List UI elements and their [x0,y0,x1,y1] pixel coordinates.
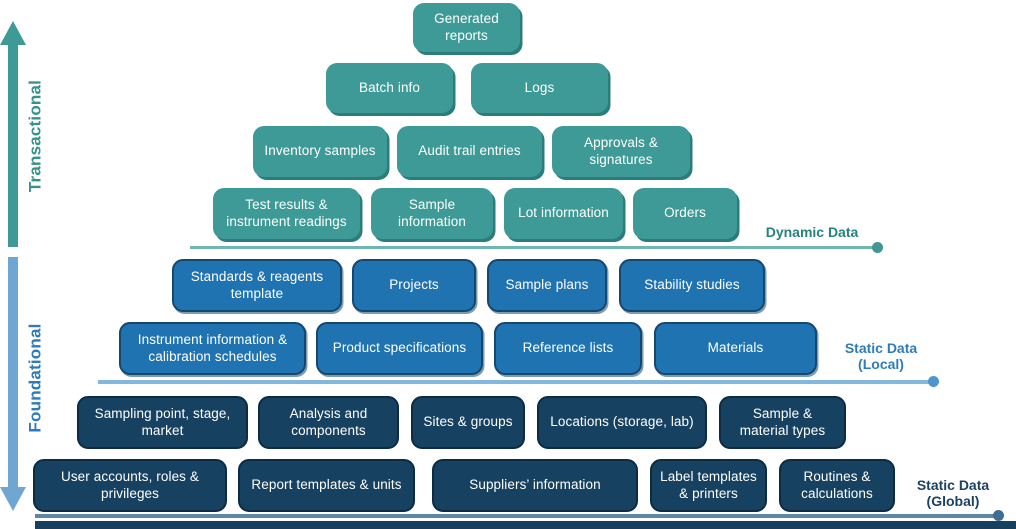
pyramid-box-approvals-signatures: Approvals & signatures [552,126,690,177]
pyramid-box-projects: Projects [352,259,476,312]
pyramid-box-label: Approvals & signatures [584,135,658,167]
pyramid-box-standards-reagents-template: Standards & reagents template [172,259,342,312]
pyramid-box-label: Inventory samples [264,143,376,159]
pyramid-box-label: Logs [524,79,555,95]
pyramid-box-stability-studies: Stability studies [619,259,765,312]
static-local-line [98,380,930,384]
pyramid-box-label: Standards & reagents template [190,269,324,301]
transactional-axis-label: Transactional [25,79,45,193]
pyramid-box-label: Materials [707,340,764,356]
static-local-line-endpoint [928,376,939,387]
pyramid-box-user-accounts-roles-privileges: User accounts, roles & privileges [33,459,227,512]
bottom-baseline-endpoint [993,510,1004,521]
pyramid-box-label: Orders [664,205,706,221]
pyramid-box-analysis-and-components: Analysis and components [258,396,399,449]
pyramid-box-orders: Orders [633,188,737,239]
pyramid-box-label: Sample information [398,197,466,229]
pyramid-box-label: Projects [389,277,439,293]
dynamic-data-label: Dynamic Data [765,224,859,240]
pyramid-box-label-templates-printers: Label templates & printers [650,459,767,512]
foundational-arrow-down-icon [0,487,26,511]
pyramid-box-label: Batch info [358,79,421,95]
pyramid-box-label: Label templates & printers [660,469,757,501]
transactional-arrow-shaft [8,44,18,247]
pyramid-box-product-specifications: Product specifications [316,322,483,375]
pyramid-box-label: Sampling point, stage, market [94,406,231,438]
foundational-arrow-shaft [8,257,18,487]
pyramid-box-sample-information: Sample information [371,188,493,239]
pyramid-box-logs: Logs [471,63,608,113]
pyramid-box-label: Report templates & units [251,477,402,493]
pyramid-box-label: Analysis and components [289,406,368,438]
pyramid-box-label: Reference lists [522,340,614,356]
pyramid-box-report-templates-units: Report templates & units [238,459,415,512]
pyramid-box-sites-groups: Sites & groups [411,396,525,449]
pyramid-box-label: User accounts, roles & privileges [60,469,199,501]
pyramid-box-label: Routines & calculations [801,469,873,501]
foundational-axis-label: Foundational [25,323,45,433]
pyramid-box-lot-information: Lot information [504,188,623,239]
static-local-label: Static Data (Local) [844,340,918,373]
pyramid-box-label: Stability studies [644,277,740,293]
pyramid-box-label: Lot information [518,205,609,221]
pyramid-box-sample-material-types: Sample & material types [719,396,846,449]
pyramid-box-sample-plans: Sample plans [487,259,607,312]
pyramid-box-instrument-information-calibration-schedules: Instrument information & calibration sch… [119,322,306,375]
pyramid-box-batch-info: Batch info [326,63,453,113]
pyramid-box-label: Locations (storage, lab) [550,414,694,430]
pyramid-box-suppliers-information: Suppliers’ information [432,459,638,512]
pyramid-box-label: Test results & instrument readings [226,197,347,229]
pyramid-box-audit-trail-entries: Audit trail entries [397,126,542,177]
dynamic-data-line [190,246,874,249]
static-global-label: Static Data (Global) [916,477,990,510]
pyramid-box-sampling-point-stage-market: Sampling point, stage, market [77,396,248,449]
pyramid-box-locations-storage-lab: Locations (storage, lab) [537,396,707,449]
transactional-arrow-up-icon [0,21,26,45]
pyramid-box-label: Generated reports [434,11,499,43]
pyramid-box-label: Sample & material types [739,406,826,438]
pyramid-box-generated-reports: Generated reports [413,3,520,52]
bottom-baseline [35,514,995,518]
pyramid-box-inventory-samples: Inventory samples [253,126,387,177]
pyramid-box-label: Product specifications [332,340,467,356]
pyramid-box-label: Instrument information & calibration sch… [137,332,288,364]
dynamic-data-line-endpoint [872,242,883,253]
pyramid-box-label: Sample plans [505,277,589,293]
pyramid-box-label: Sites & groups [423,414,513,430]
pyramid-box-routines-calculations: Routines & calculations [779,459,895,512]
pyramid-box-label: Audit trail entries [418,143,521,159]
pyramid-box-reference-lists: Reference lists [494,322,642,375]
pyramid-box-label: Suppliers’ information [469,477,601,493]
pyramid-box-materials: Materials [654,322,817,375]
pyramid-box-test-results-instrument-readings: Test results & instrument readings [213,188,360,239]
bottom-bar [35,521,1016,529]
